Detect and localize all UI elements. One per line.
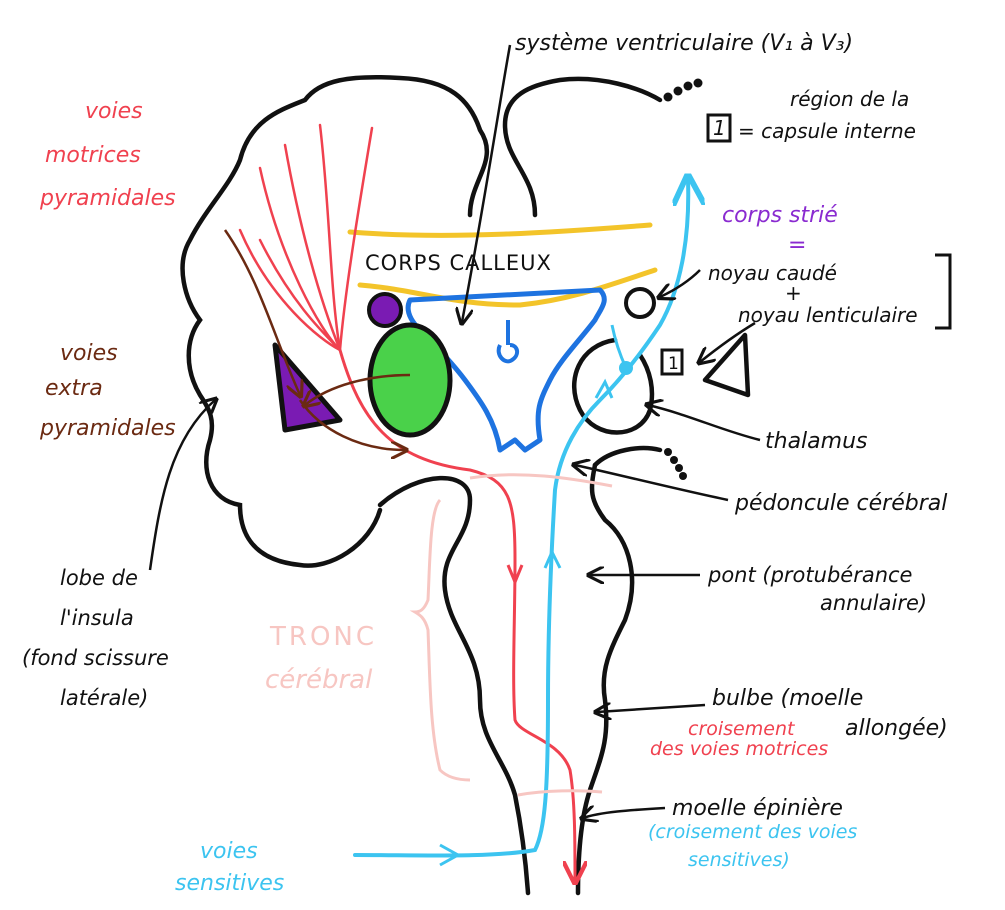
plus-text: + [785,281,802,305]
left-hemisphere-outline [180,74,490,568]
label-noyaux: noyau caudé + noyau lenticulaire [708,261,918,327]
extrapyramidal-fiber-3 [298,399,405,450]
sensory-pathway [353,180,688,858]
label-corps-calleux: CORPS CALLEUX [365,251,552,275]
label-voies-motrices: voies motrices pyramidales [39,99,176,211]
pointer-thalamus [648,405,761,442]
lenticular-nucleus-right [702,332,751,398]
voies-motrices-line3: pyramidales [39,186,176,211]
caudate-nucleus-left [367,292,403,328]
brainstem-left-outline [377,475,531,896]
voies-motrices-line1: voies [85,99,143,124]
label-pont: pont (protubérance annulaire) [707,563,927,615]
bulbe-line1: bulbe (moelle [712,686,863,711]
label-croisement-sensitives: (croisement des voies sensitives) [648,821,857,871]
label-region-capsule: région de la 1 = capsule interne [706,87,916,143]
bulbe-line2: allongée) [845,716,948,741]
capsule-marker-box [660,348,684,376]
croisement-mot-line1: croisement [688,718,796,740]
lobe-line3: (fond scissure [22,646,169,670]
region-box [706,113,732,143]
voies-motrices-line2: motrices [45,143,141,168]
label-tronc-cerebral: TRONC cérébral [265,622,377,695]
pointer-moelle [583,808,666,818]
thalamus-left [367,322,453,438]
label-bulbe: bulbe (moelle allongée) [712,686,948,741]
voies-sens-line1: voies [200,839,258,864]
sensory-arrowhead-bottom [439,843,462,867]
label-voies-sensitives: voies sensitives [175,839,284,896]
pointer-systeme [462,44,512,322]
voies-sens-line2: sensitives [175,871,284,896]
lobe-line1: lobe de [60,566,138,590]
label-corps-strie: corps strié = [722,203,838,258]
right-hemisphere-outline [502,76,663,218]
caudate-nucleus-right [624,287,656,319]
motor-pathway-fibers [238,123,374,352]
sensory-arrowhead-mid [543,548,562,569]
sensory-arrowhead-upper [594,378,614,399]
label-croisement-motrices: croisement des voies motrices [650,718,828,760]
extrapyramidal-fiber-1 [223,229,300,395]
corps-calleux-bottom-line [357,267,658,308]
thalamus-outline [571,337,655,435]
motor-pathway-arrowhead-mid [506,564,524,586]
right-peduncle-curve [592,445,663,468]
label-lobe-insula: lobe de l'insula (fond scissure latérale… [22,566,169,710]
label-thalamus: thalamus [765,429,867,454]
brainstem-right-outline [575,462,635,896]
corps-strie-eq: = [788,233,806,258]
label-voies-extra: voies extra pyramidales [39,341,176,441]
noyau-lent-text: noyau lenticulaire [738,303,918,327]
motor-pathway-main [338,349,575,880]
voies-extra-line1: voies [60,341,118,366]
region-line1: région de la [790,87,909,111]
region-line2: = capsule interne [738,119,916,143]
continuation-dots-top [663,78,703,102]
insula-lobe [272,342,343,433]
lobe-line4: latérale) [60,686,148,710]
pont-line2: annulaire) [820,591,927,615]
lobe-line2: l'insula [60,606,134,630]
tronc-bracket [409,498,471,782]
tronc-upper-crossline [469,473,613,488]
pointer-noyau-caude [660,269,701,297]
tronc-line2: cérébral [265,665,373,695]
third-ventricle-inner [496,320,519,364]
corps-calleux-top-line [347,222,653,238]
voies-extra-line3: pyramidales [39,416,176,441]
pointer-bulbe [597,705,706,712]
continuation-dots-mid [664,448,687,480]
capsule-marker-label: 1 [668,354,679,374]
label-systeme-ventriculaire: système ventriculaire (V₁ à V₃) [515,31,853,56]
label-pedoncule: pédoncule cérébral [734,491,947,516]
croisement-sens-line2: sensitives) [688,849,790,871]
corps-strie-bracket [935,253,952,330]
pointer-insula [148,400,215,571]
voies-extra-line2: extra [45,376,103,401]
sensory-branch [610,324,628,369]
pointer-pedoncule [575,465,729,502]
extrapyramidal-fiber-2 [305,373,411,405]
pointer-capsule [700,321,756,362]
label-moelle: moelle épinière [672,796,843,821]
moelle-crossline [517,789,603,797]
pont-line1: pont (protubérance [707,563,912,587]
croisement-mot-line2: des voies motrices [650,738,828,760]
tronc-line1: TRONC [269,622,377,652]
region-box-label: 1 [713,116,726,140]
corps-strie-text: corps strié [722,203,838,228]
noyau-caude-text: noyau caudé [708,261,837,285]
croisement-sens-line1: (croisement des voies [648,821,857,843]
